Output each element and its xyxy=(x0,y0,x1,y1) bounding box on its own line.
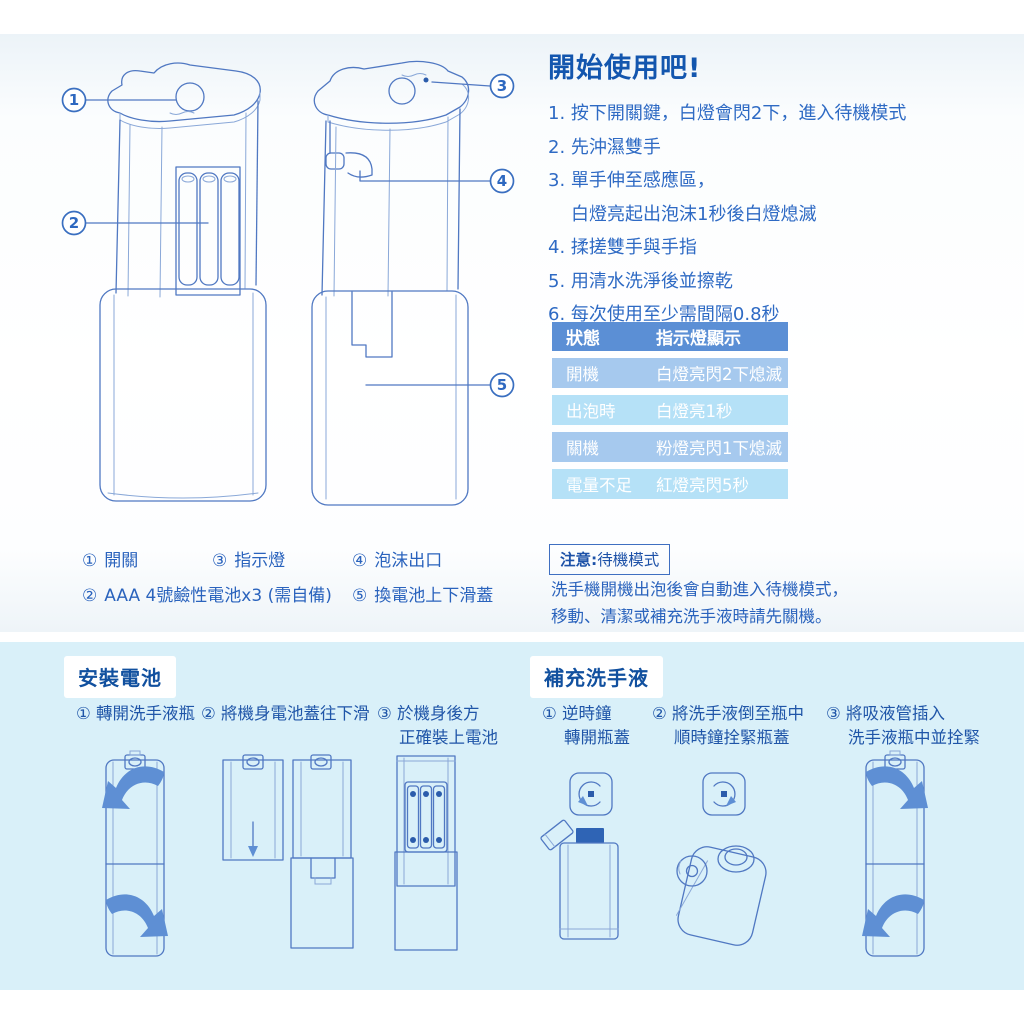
status-table: 狀態 指示燈顯示 開機 白燈亮閃2下熄滅 出泡時 白燈亮1秒 關機 粉燈亮閃1下… xyxy=(552,322,788,499)
svg-text:4: 4 xyxy=(497,172,507,190)
back-sleeve xyxy=(311,290,469,506)
svg-text:1: 1 xyxy=(69,91,79,109)
usage-step: 4. 揉搓雙手與手指 xyxy=(548,237,697,258)
twist-arrow-right-icon xyxy=(106,894,168,937)
svg-text:3: 3 xyxy=(497,77,507,95)
cell-state: 電量不足 xyxy=(566,476,632,495)
rotate-cw-icon xyxy=(702,772,746,816)
battery-compartment xyxy=(175,166,241,296)
device-front-illustration xyxy=(99,62,267,502)
power-button xyxy=(175,82,205,112)
soap-bottle xyxy=(559,828,619,940)
usage-step: 5. 用清水洗淨後並擦乾 xyxy=(548,270,733,292)
refill-step-2: ② 將洗手液倒至瓶中 順時鐘拴緊瓶蓋 xyxy=(652,704,805,747)
notice-box: 注意:待機模式 xyxy=(549,544,671,575)
battery-step-2: ② 將機身電池蓋往下滑 xyxy=(201,704,370,723)
section-title-refill: 補充洗手液 xyxy=(530,656,663,698)
indicator-light xyxy=(423,77,429,83)
table-header-state: 狀態 xyxy=(566,329,600,349)
batteries xyxy=(178,172,240,286)
cell-light: 白燈亮1秒 xyxy=(656,402,733,421)
device-with-notch xyxy=(290,754,354,949)
section-title-battery: 安裝電池 xyxy=(64,656,176,698)
refill-step-1: ① 逆時鐘 轉開瓶蓋 xyxy=(542,704,630,747)
battery-step3-illustration xyxy=(394,755,458,951)
cell-state: 出泡時 xyxy=(566,402,616,421)
cell-light: 紅燈亮閃5秒 xyxy=(656,476,749,495)
table-row: 關機 粉燈亮閃1下熄滅 xyxy=(552,432,788,462)
twist-arrow-right-icon xyxy=(866,766,928,809)
usage-step: 1. 按下開關鍵，白燈會閃2下，進入待機模式 xyxy=(548,103,907,124)
table-row: 開機 白燈亮閃2下熄滅 xyxy=(552,358,788,388)
refill-step3-illustration xyxy=(862,750,928,957)
table-header-light: 指示燈顯示 xyxy=(656,329,741,349)
notice-label: 注意: xyxy=(560,551,598,569)
device-back-illustration xyxy=(311,60,470,506)
notice-title: 待機模式 xyxy=(597,551,660,569)
callout-2: 2 xyxy=(61,210,209,236)
callout-4: 4 xyxy=(359,168,515,194)
battery-step-3: ③ 於機身後方 正確裝上電池 xyxy=(377,704,498,747)
rotate-ccw-icon xyxy=(569,772,613,816)
installed-batteries xyxy=(404,781,448,853)
svg-text:5: 5 xyxy=(497,376,507,394)
usage-step-continued: 白燈亮起出泡沫1秒後白燈熄滅 xyxy=(571,203,817,225)
usage-step: 2. 先沖濕雙手 xyxy=(548,136,661,158)
device-diagram-illustration: 1 2 3 4 5 xyxy=(61,60,515,506)
notice-body: 洗手機開機出泡後會自動進入待機模式， 移動、清潔或補充洗手液時請先關機。 xyxy=(551,580,848,626)
table-header-row: 狀態 指示燈顯示 xyxy=(552,322,788,351)
brand-logo-back xyxy=(401,73,427,77)
table-row: 出泡時 白燈亮1秒 xyxy=(552,395,788,425)
page-title: 開始使用吧! xyxy=(548,53,702,84)
refill-step1-illustration xyxy=(540,772,619,940)
usage-step: 3. 單手伸至感應區， xyxy=(548,170,715,191)
cell-light: 粉燈亮閃1下熄滅 xyxy=(656,439,782,458)
top-opening xyxy=(388,77,416,105)
twist-arrow-left-icon xyxy=(102,766,164,809)
callout-5: 5 xyxy=(365,372,515,398)
table-row: 電量不足 紅燈亮閃5秒 xyxy=(552,469,788,499)
callout-1: 1 xyxy=(61,87,177,113)
open-jug xyxy=(676,845,767,946)
front-sleeve xyxy=(99,288,267,502)
cell-state: 開機 xyxy=(566,365,599,384)
foam-outlet xyxy=(325,120,373,178)
brand-logo xyxy=(169,111,195,115)
battery-step1-illustration xyxy=(102,750,168,957)
twist-arrow-left-icon xyxy=(862,894,924,937)
refill-step2-illustration xyxy=(676,772,767,946)
sleeve-notch xyxy=(351,291,393,358)
usage-steps: 1. 按下開關鍵，白燈會閃2下，進入待機模式 2. 先沖濕雙手 3. 單手伸至感… xyxy=(548,97,988,332)
cover-piece xyxy=(222,754,284,861)
cell-light: 白燈亮閃2下熄滅 xyxy=(656,365,782,384)
refill-step-3: ③ 將吸液管插入 洗手液瓶中並拴緊 xyxy=(826,704,980,747)
callout-3: 3 xyxy=(431,73,515,99)
cell-state: 關機 xyxy=(566,439,599,458)
jug-cap-wheel xyxy=(676,855,708,887)
bottom-panel xyxy=(0,642,1024,990)
svg-text:2: 2 xyxy=(69,214,79,232)
battery-step-1: ① 轉開洗手液瓶 xyxy=(76,704,196,723)
usage-step: 6. 每次使用至少需間隔0.8秒 xyxy=(548,304,780,325)
removed-cap xyxy=(540,819,574,851)
battery-step2-illustration xyxy=(222,754,354,949)
top-panel xyxy=(0,34,1024,632)
latch-detail xyxy=(124,750,146,770)
